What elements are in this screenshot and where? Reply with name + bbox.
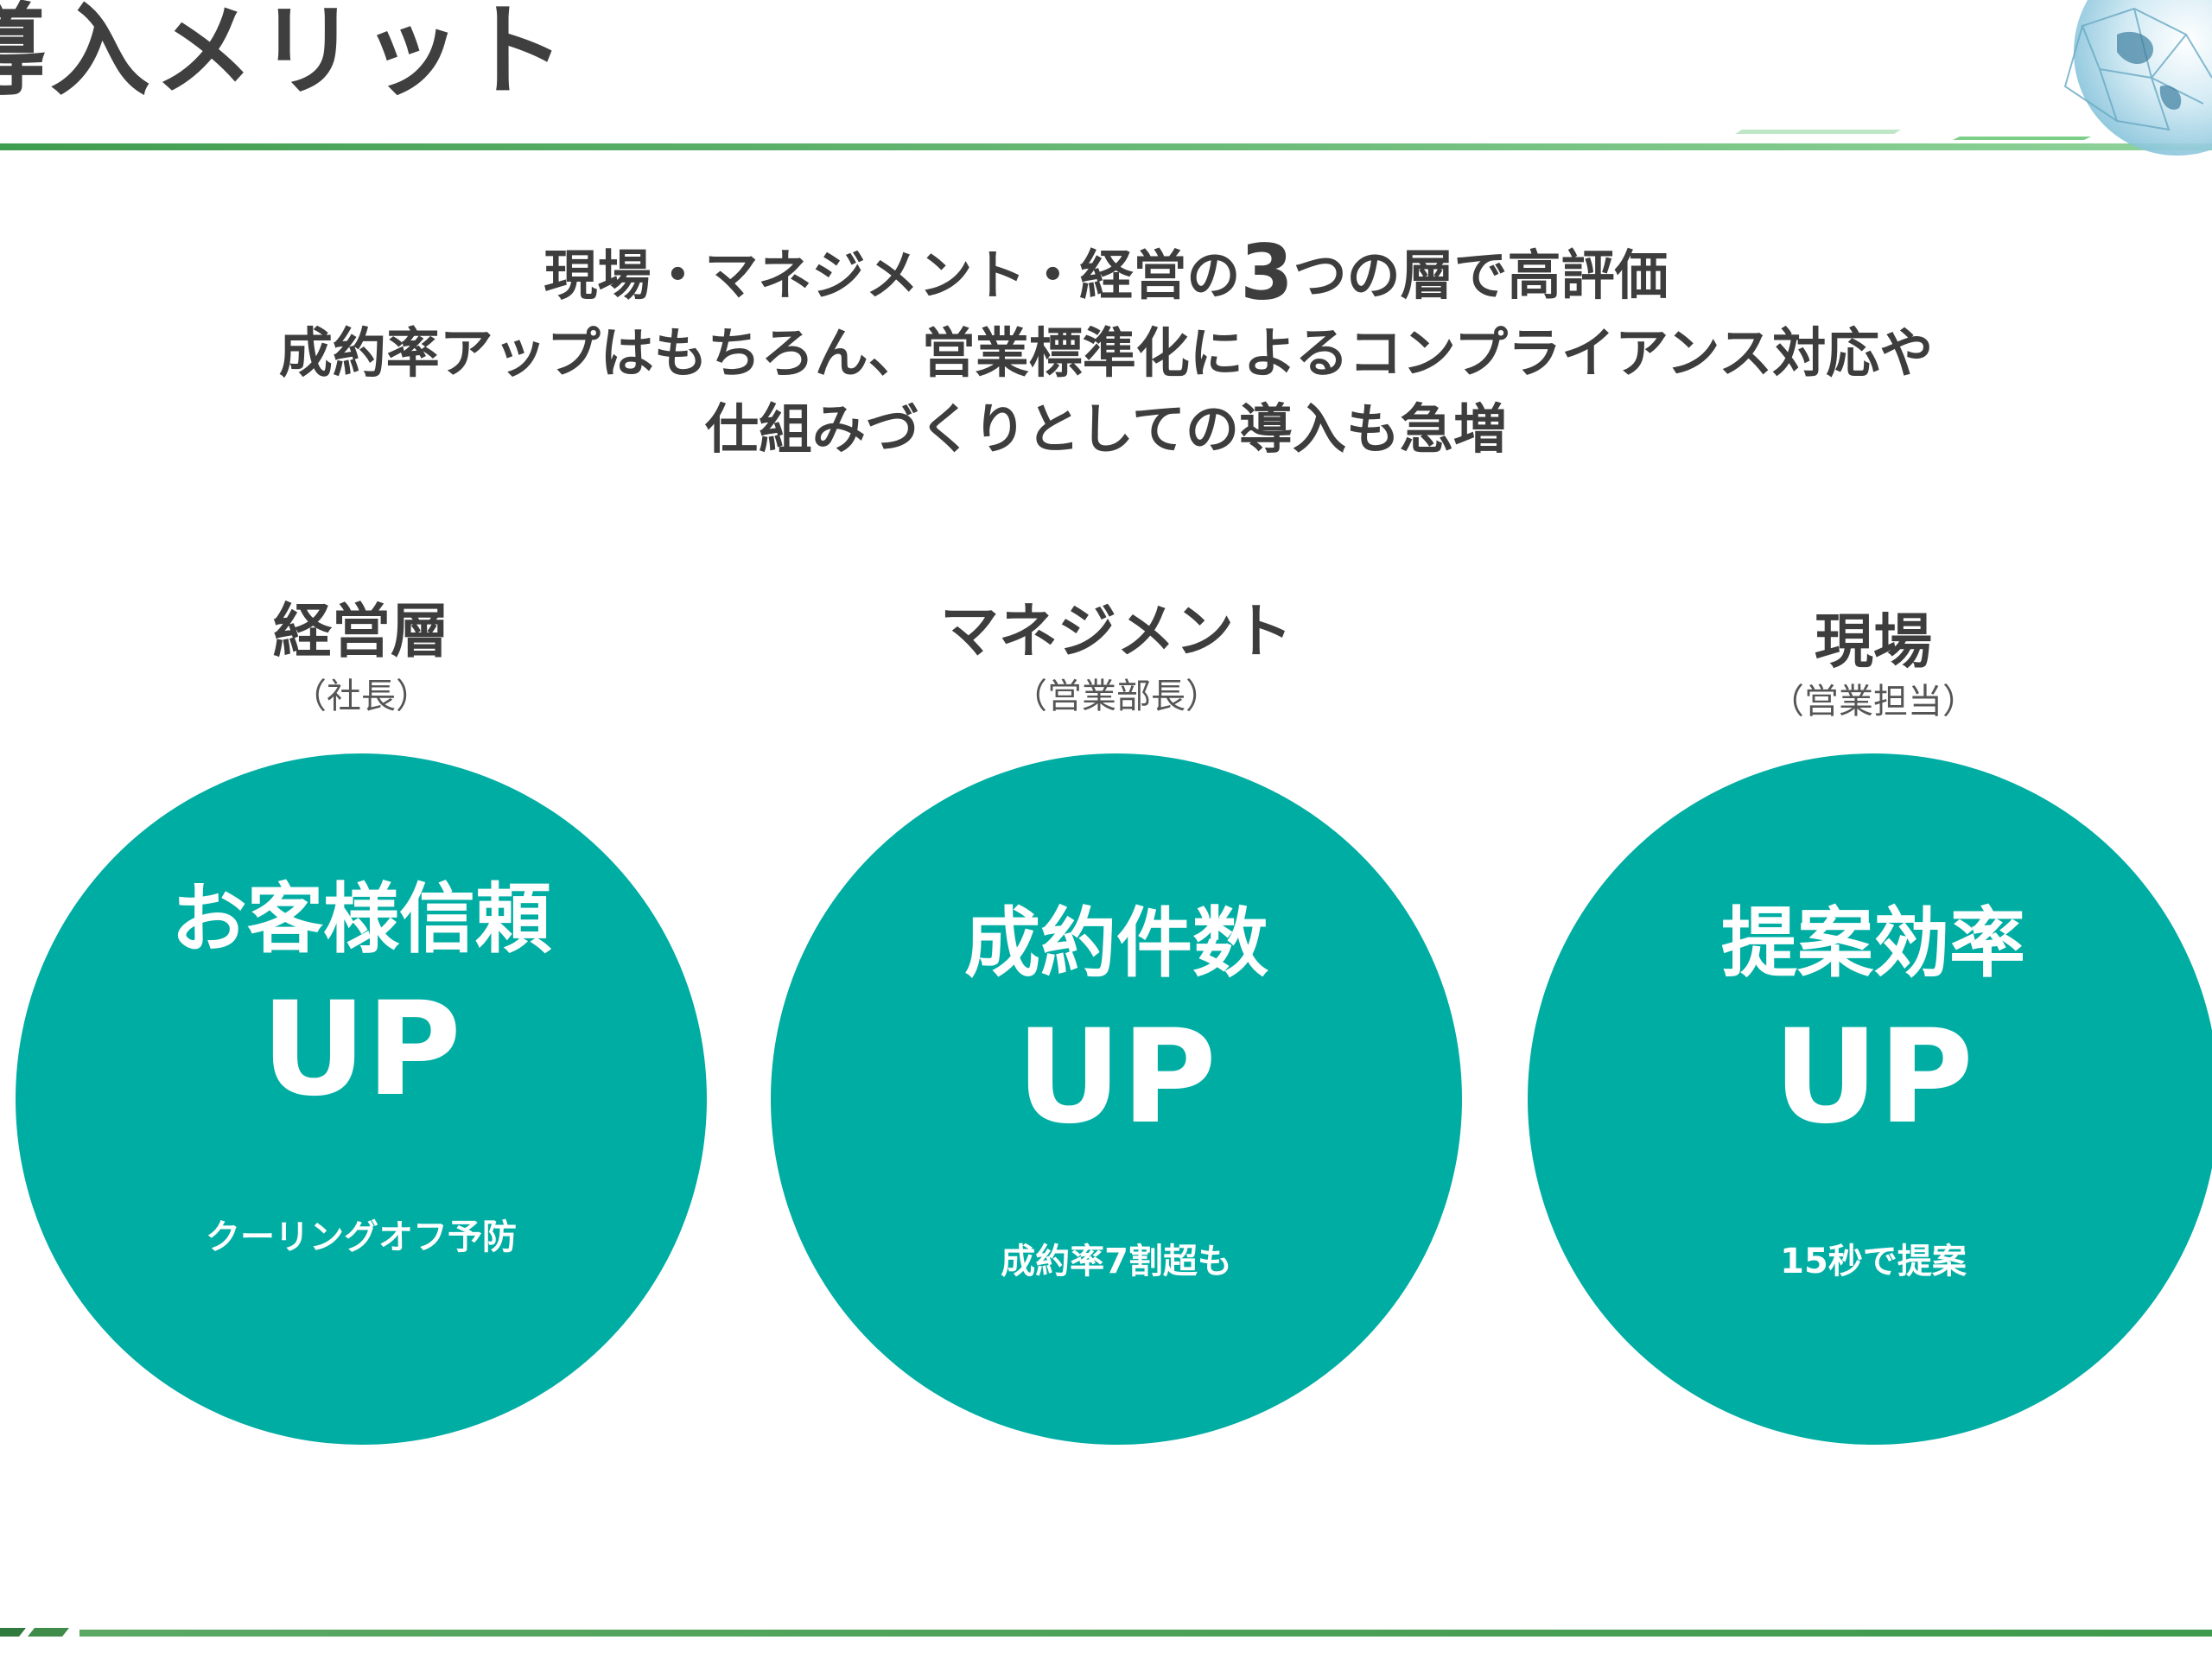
lead-line-1: 現場・マネジメント・経営の3つの層で高評価 <box>0 235 2212 311</box>
column-role-field: （営業担当） <box>1770 682 1977 721</box>
benefit-circle-management: 成約件数 UP 成約率7割超も <box>771 753 1462 1445</box>
benefit-circle-executive: お客様信頼 UP クーリングオフ予防 <box>16 753 707 1445</box>
benefit-note: 成約率7割超も <box>1001 1242 1232 1281</box>
column-heading-executive: 経営層 <box>272 598 449 666</box>
lead-line-1-before: 現場・マネジメント・経営の <box>543 244 1241 307</box>
benefit-up: UP <box>1016 1002 1217 1153</box>
column-role-management: （営業部長） <box>1013 677 1220 716</box>
footer-rule <box>0 1628 2212 1637</box>
page-title: 導入メリット <box>0 0 569 110</box>
benefit-circle-field: 提案効率 UP 15秒で提案 <box>1528 753 2212 1445</box>
lead-line-3: 仕組みづくりとしての導入も急増 <box>704 397 1508 461</box>
benefit-title: 提案効率 <box>1720 899 2025 988</box>
column-heading-management: マネジメント <box>939 598 1293 666</box>
benefit-title: お客様信頼 <box>170 874 551 963</box>
globe-logo <box>2063 0 2212 156</box>
benefit-note: クーリングオフ予防 <box>206 1217 517 1257</box>
benefit-note: 15秒で提案 <box>1780 1242 1967 1281</box>
lead-number: 3 <box>1240 228 1294 317</box>
benefit-up: UP <box>261 975 461 1125</box>
column-heading-field: 現場 <box>1814 608 1932 677</box>
column-role-executive: （社長） <box>292 677 430 716</box>
header-rule <box>0 130 2212 150</box>
lead-line-1-after: つの層で高評価 <box>1293 244 1669 307</box>
benefit-up: UP <box>1773 1002 1974 1153</box>
benefit-title: 成約件数 <box>963 899 1268 988</box>
lead-line-2: 成約率アップはもちろん、営業標準化によるコンプライアンス対応や <box>278 321 1934 385</box>
